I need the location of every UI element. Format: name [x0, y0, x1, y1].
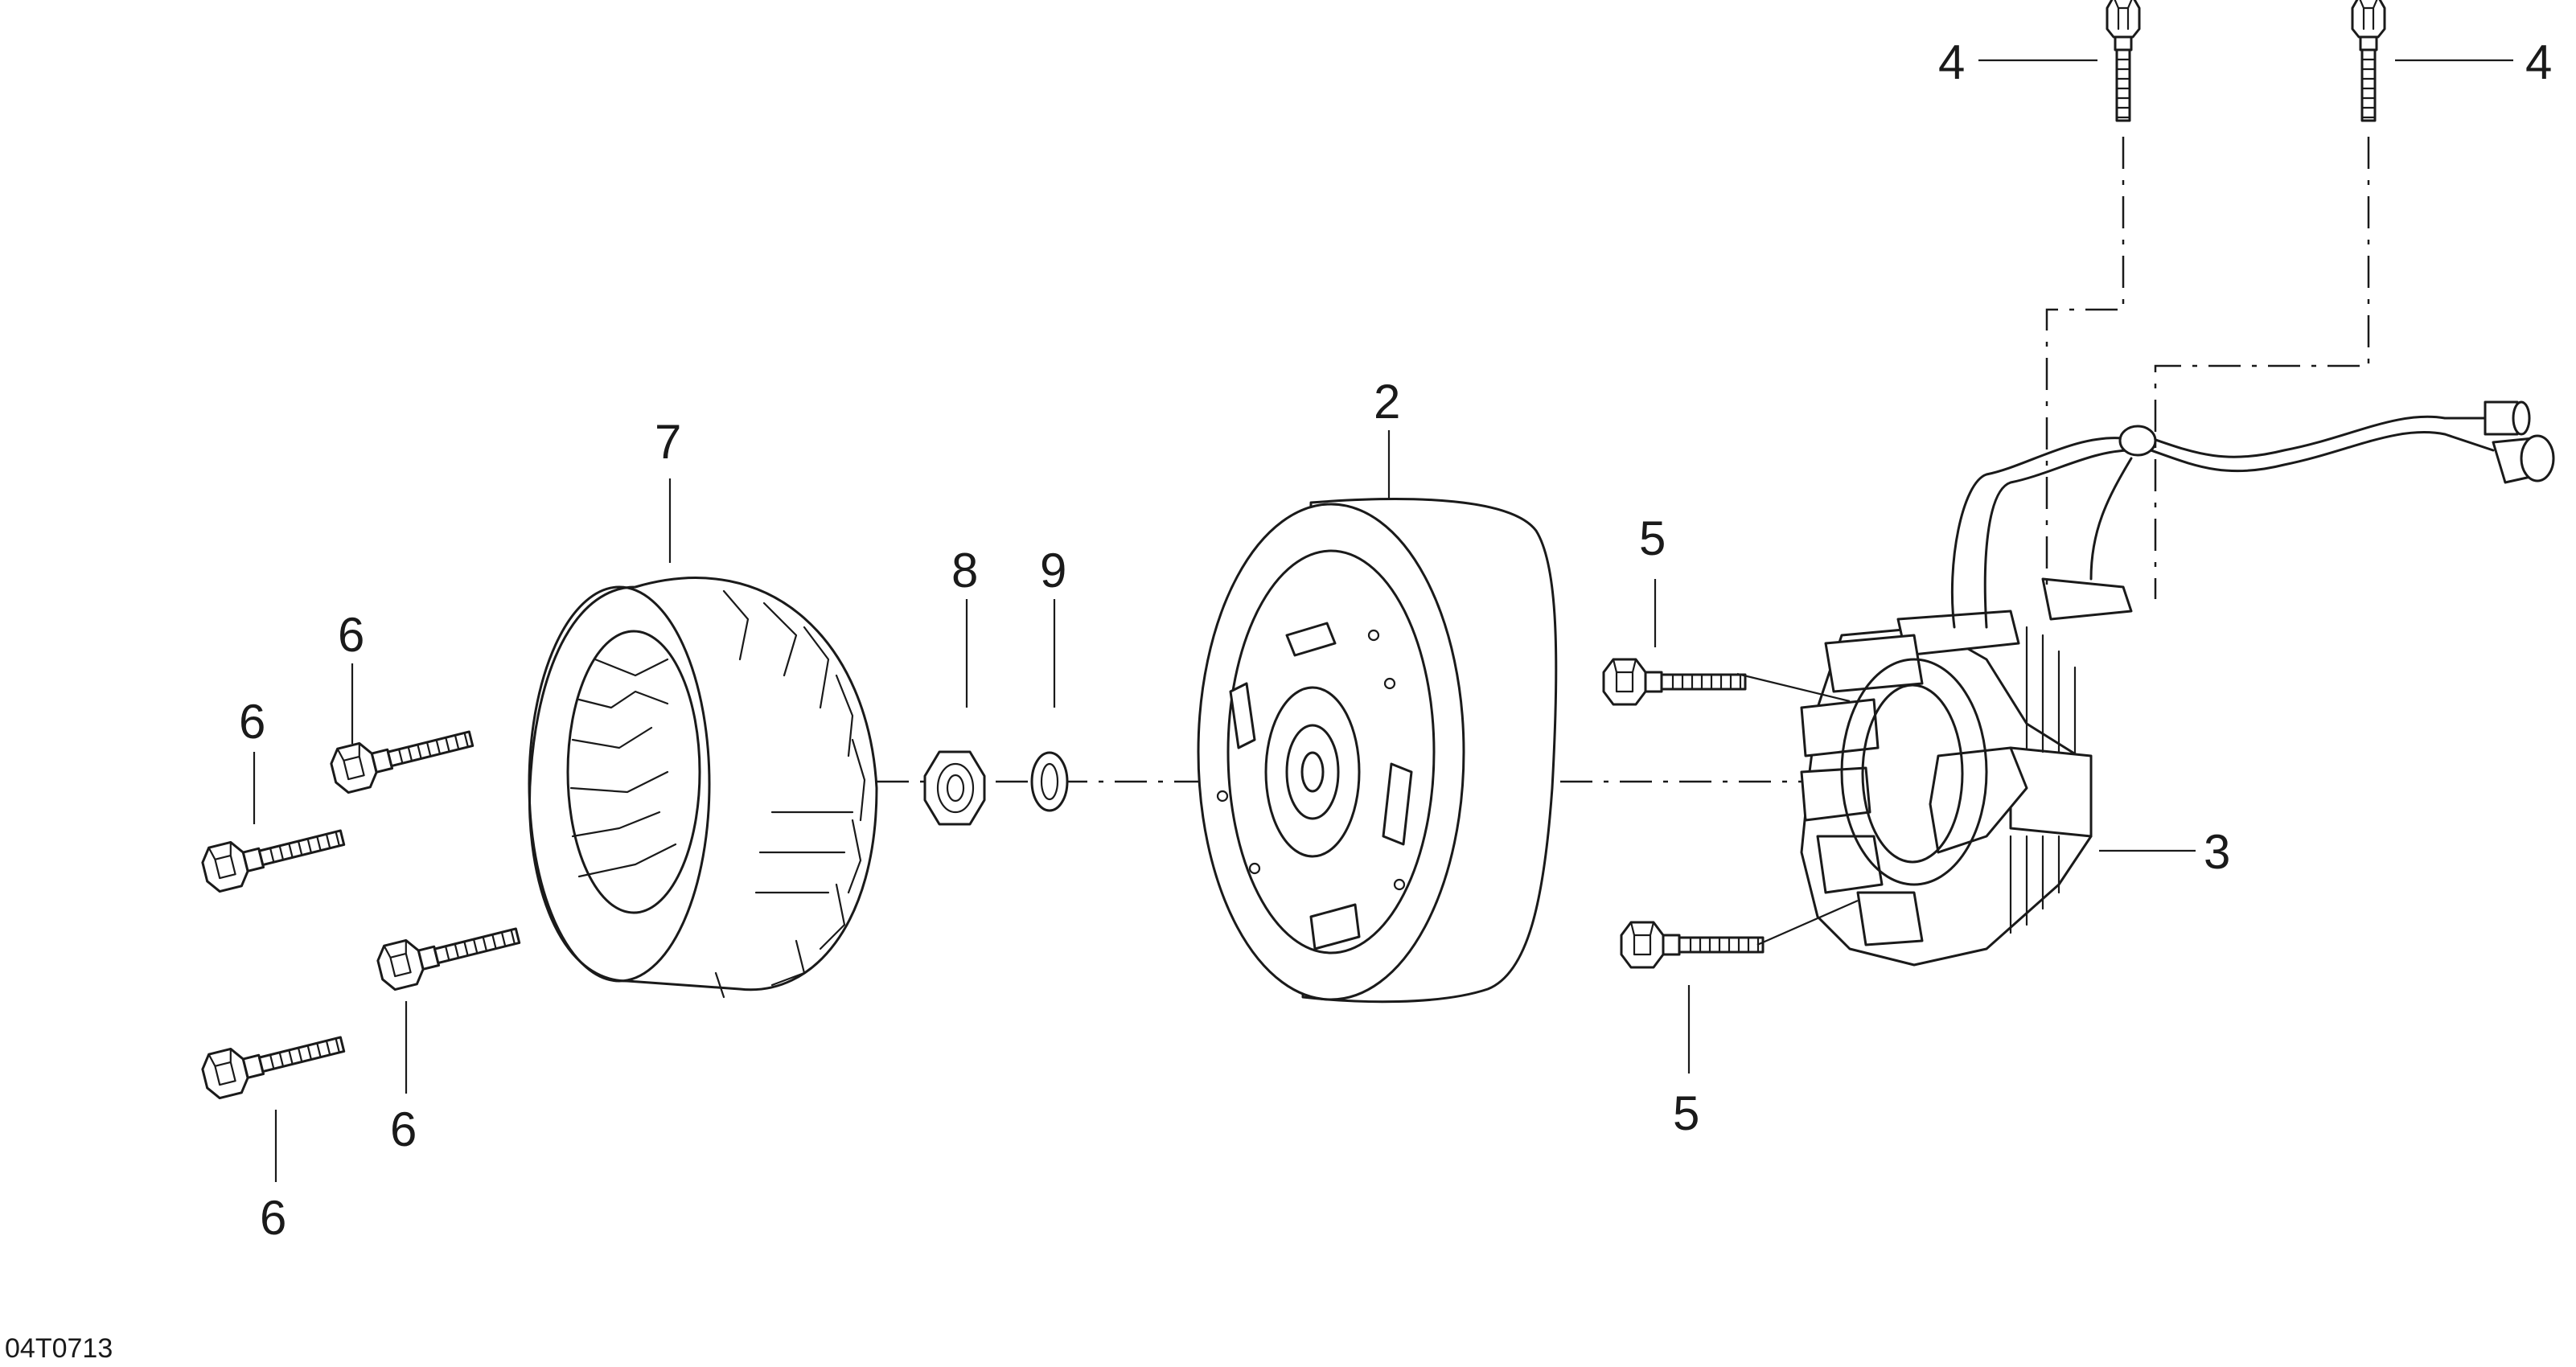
leader-5-top-b — [1736, 672, 1851, 703]
screw-part-4-right — [2351, 0, 2386, 122]
leader-5-bottom-b — [1756, 899, 1859, 946]
stator-wire-harness — [1950, 400, 2555, 629]
callout-4-right: 4 — [2525, 35, 2552, 89]
callout-8: 8 — [951, 544, 978, 597]
bolt-part-6-c — [373, 913, 524, 993]
callout-5-bottom: 5 — [1673, 1086, 1699, 1140]
screw-part-4-left — [2106, 0, 2141, 122]
callout-6-a: 6 — [338, 608, 364, 662]
callout-2: 2 — [1374, 375, 1400, 429]
bolt-part-6-b — [198, 815, 349, 895]
fan-part-7 — [528, 577, 878, 999]
callout-6-c: 6 — [390, 1102, 417, 1156]
stator-part-3 — [1800, 610, 2093, 967]
callout-9: 9 — [1040, 544, 1066, 597]
bolt-part-6-a — [327, 716, 478, 796]
screw-part-5-top — [1602, 658, 1747, 706]
callout-6-b: 6 — [239, 695, 265, 749]
callout-6-d: 6 — [260, 1191, 286, 1245]
axis-screw-4-left — [2045, 137, 2125, 587]
callout-5-top: 5 — [1639, 511, 1666, 565]
callout-3: 3 — [2204, 825, 2230, 879]
nut-part-8 — [923, 750, 986, 826]
washer-part-9 — [1030, 751, 1069, 812]
screw-part-5-bottom — [1620, 921, 1765, 969]
bolt-part-6-d — [198, 1021, 349, 1102]
callout-7: 7 — [655, 415, 681, 469]
rotor-part-2 — [1197, 498, 1558, 1004]
diagram-code: 04T0713 — [5, 1333, 113, 1364]
callout-4-left: 4 — [1938, 35, 1965, 89]
axis-screw-4-right — [2154, 137, 2370, 599]
